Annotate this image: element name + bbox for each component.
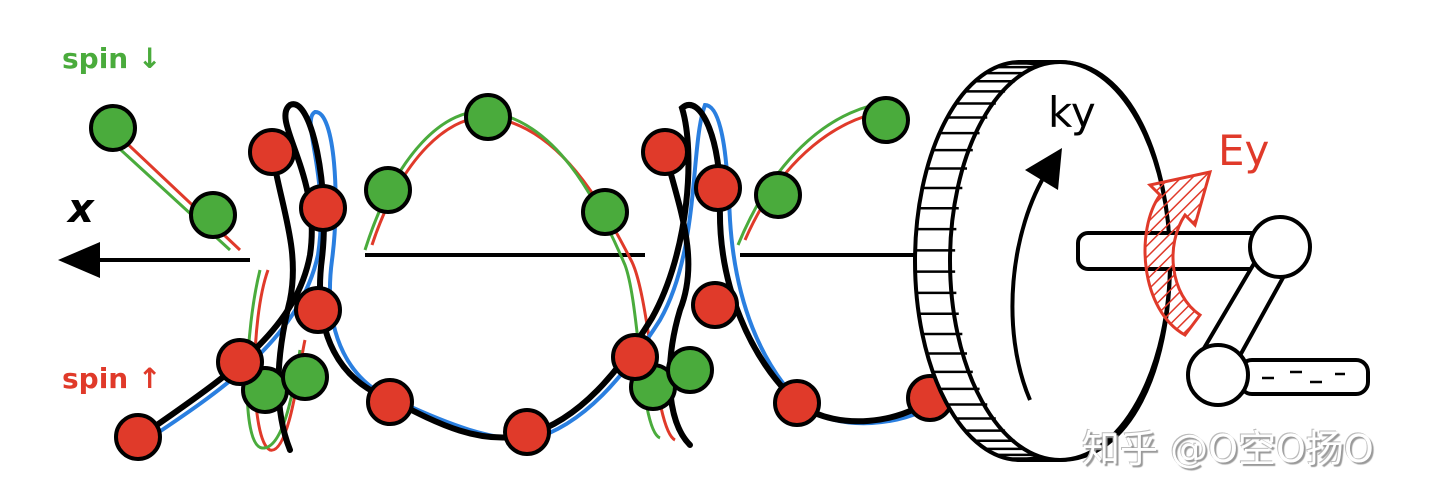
spin-down-ball — [666, 346, 714, 394]
spin-up-ball — [114, 413, 162, 461]
spin-balls — [89, 93, 954, 461]
spin-down-ball — [464, 93, 512, 141]
spin-up-ball — [691, 281, 739, 329]
spin-up-ball — [641, 128, 689, 176]
spin-down-ball — [754, 171, 802, 219]
spin-up-ball — [216, 338, 264, 386]
spin-down-ball — [281, 353, 329, 401]
x-axis-label: x — [68, 186, 94, 232]
ky-arrow-head-icon — [1025, 148, 1062, 190]
spin-down-ball — [581, 188, 629, 236]
spin-up-ball — [773, 379, 821, 427]
spin-up-label: spin ↑ — [62, 362, 162, 395]
ky-rotation-arrow — [1010, 168, 1050, 401]
spin-down-ball — [189, 191, 237, 239]
ey-rotation-arrow — [1143, 170, 1213, 337]
spin-up-ball — [366, 378, 414, 426]
spin-down-ball — [89, 104, 137, 152]
spin-up-ball — [503, 408, 551, 456]
x-axis — [95, 253, 915, 262]
spin-down-ball — [862, 96, 910, 144]
spin-up-ball — [299, 184, 347, 232]
spin-down-label: spin ↓ — [62, 42, 162, 75]
spin-up-ball — [294, 286, 342, 334]
spin-down-ball — [364, 166, 412, 214]
spin-up-ball — [248, 128, 296, 176]
spin-up-ball — [611, 333, 659, 381]
ky-label: ky — [1048, 88, 1096, 137]
ey-label: Ey — [1218, 126, 1270, 175]
x-arrow-icon — [58, 242, 100, 278]
watermark: 知乎 @O空O扬O — [1082, 427, 1374, 471]
spin-up-ball — [694, 164, 742, 212]
